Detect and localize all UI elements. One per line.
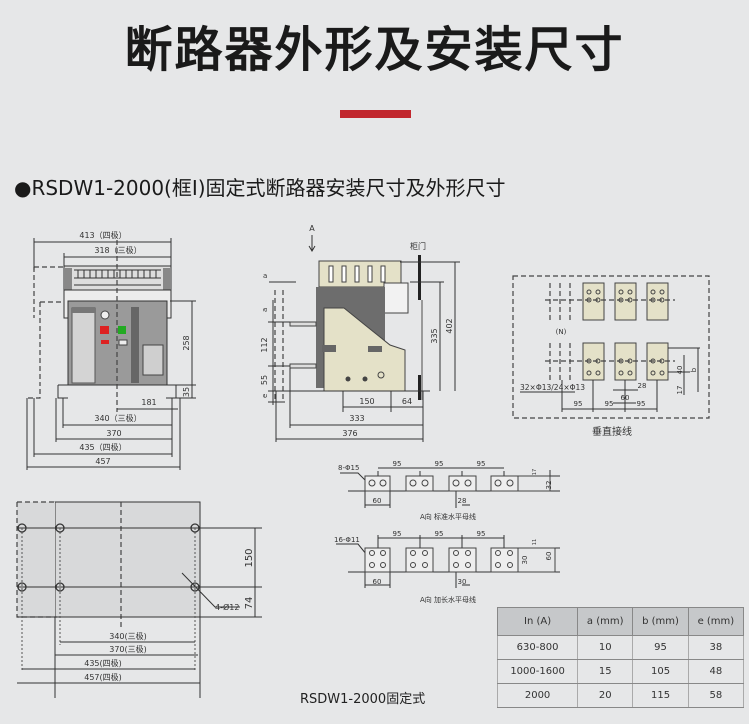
ext-dim-11: 11: [532, 539, 538, 545]
dim-258: 258: [182, 335, 191, 350]
ext-busbar-label: A向 加长水平母线: [420, 595, 476, 604]
mount-holes-label: 4-Ø12: [215, 602, 239, 612]
dim-112: 112: [260, 337, 269, 352]
dim-60: 60: [621, 394, 630, 402]
std-dim-32: 32: [545, 481, 553, 490]
std-dim-95-c: 95: [477, 460, 486, 468]
dim-95-a: 95: [574, 400, 583, 408]
title-underline: [340, 110, 411, 118]
mount-dim-74: 74: [244, 597, 255, 610]
dim-413: 413（四极）: [79, 230, 126, 240]
cell-b: 95: [632, 635, 689, 660]
std-dim-95-b: 95: [435, 460, 444, 468]
vertical-wiring-drawing: (N) 32×Φ13/24×Φ13 95 95 95 28 60 40 b 17…: [512, 275, 710, 438]
cell-in: 2000: [496, 683, 579, 708]
neutral-label: (N): [556, 328, 567, 336]
header-b: b (mm): [632, 607, 689, 636]
dim-b: b: [690, 367, 698, 372]
dim-55: 55: [260, 375, 269, 385]
mount-dim-435: 435(四极): [84, 658, 122, 668]
dim-35: 35: [182, 387, 191, 397]
mount-dim-150: 150: [244, 548, 255, 567]
door-label: 柜门: [410, 241, 426, 251]
dim-335: 335: [430, 328, 439, 343]
figure-caption: RSDW1-2000固定式: [300, 692, 426, 707]
dim-457: 457: [95, 457, 110, 466]
dim-28: 28: [638, 382, 647, 390]
mounting-holes-drawing: 150 74 4-Ø12 340(三极) 370(三极) 435(四极) 457…: [16, 501, 262, 698]
ext-dim-95-c: 95: [477, 530, 486, 538]
vertical-wiring-label: 垂直接线: [592, 425, 632, 438]
table-header-row: In (A) a (mm) b (mm) e (mm): [496, 607, 745, 636]
std-busbar-label: A向 标准水平母线: [420, 512, 476, 521]
dim-402: 402: [445, 318, 454, 333]
dim-150: 150: [359, 397, 374, 406]
dim-95-c: 95: [637, 400, 646, 408]
dim-340: 340（三极）: [94, 413, 141, 423]
dim-370: 370: [106, 429, 121, 438]
mount-dim-340: 340(三极): [109, 631, 147, 641]
page-title: 断路器外形及安装尺寸: [124, 22, 625, 78]
std-dim-28: 28: [458, 497, 467, 505]
std-holes-label: 8-Φ15: [338, 464, 359, 472]
cell-b: 115: [632, 683, 689, 708]
dim-40: 40: [676, 366, 684, 375]
view-a-label: A: [309, 224, 315, 233]
cell-a: 20: [577, 683, 634, 708]
cell-e: 48: [687, 659, 745, 684]
cell-b: 105: [632, 659, 689, 684]
dim-17: 17: [676, 386, 684, 395]
cell-e: 38: [687, 635, 745, 660]
std-dim-17: 17: [532, 469, 538, 475]
cell-in: 1000-1600: [496, 659, 579, 684]
ext-dim-95-a: 95: [393, 530, 402, 538]
dim-318: 318（三极）: [94, 245, 141, 255]
mount-dim-457: 457(四极): [84, 672, 122, 682]
side-view-drawing: A 柜门 a a 112 55 e 402 335 150 64 333 376: [260, 224, 460, 442]
dim-376: 376: [342, 429, 357, 438]
dim-a-top: a: [263, 272, 267, 280]
vertical-holes-label: 32×Φ13/24×Φ13: [520, 383, 585, 392]
ext-dim-60-vertical: 60: [545, 552, 553, 561]
dim-a-mid: a: [261, 308, 269, 312]
std-dim-60: 60: [373, 497, 382, 505]
mount-dim-370: 370(三极): [109, 644, 147, 654]
dim-e: e: [261, 394, 269, 398]
cell-a: 10: [577, 635, 634, 660]
dim-333: 333: [349, 414, 364, 423]
cell-a: 15: [577, 659, 634, 684]
header-a: a (mm): [577, 607, 634, 636]
dim-435: 435（四极）: [79, 442, 126, 452]
ext-dim-30: 30: [458, 578, 467, 586]
cell-in: 630-800: [496, 635, 579, 660]
ext-dim-60: 60: [373, 578, 382, 586]
header-in: In (A): [496, 607, 579, 636]
dim-95-b: 95: [605, 400, 614, 408]
cell-e: 58: [687, 683, 745, 708]
dim-181: 181: [141, 398, 156, 407]
header-e: e (mm): [687, 607, 745, 636]
dim-64: 64: [402, 397, 412, 406]
ext-dim-95-b: 95: [435, 530, 444, 538]
ext-dim-30-vertical: 30: [521, 556, 529, 565]
ext-holes-label: 16-Φ11: [334, 536, 360, 544]
std-dim-95-a: 95: [393, 460, 402, 468]
section-subtitle: ●RSDW1-2000(框I)固定式断路器安装尺寸及外形尺寸: [14, 176, 506, 200]
horizontal-standard-drawing: 8-Φ15 95 95 95 60 28 32 17 A向 标准水平母线: [338, 460, 560, 521]
front-view-drawing: 413（四极） 318（三极） 258 35 181 340（三极） 370 4…: [26, 230, 196, 470]
horizontal-extended-drawing: 16-Φ11 95 95 95 60 30 30 60 11 A向 加长水平母线: [334, 530, 560, 604]
